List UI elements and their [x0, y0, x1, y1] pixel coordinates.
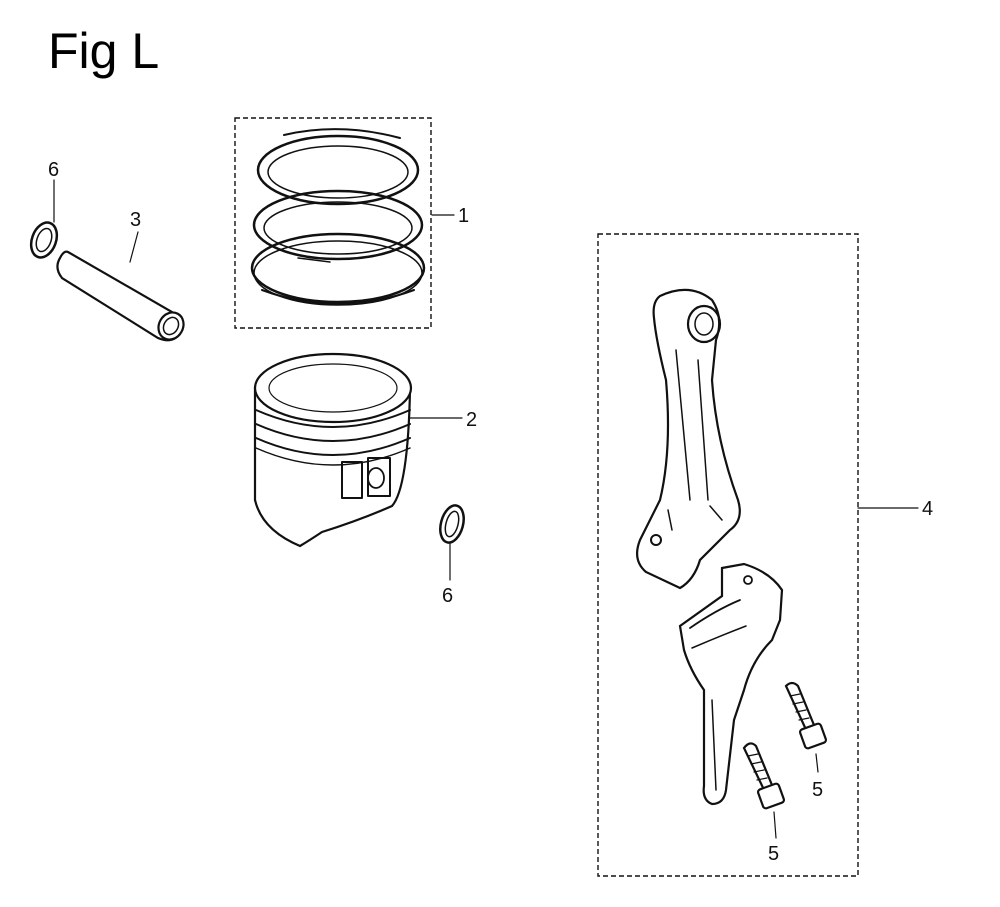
- callout-pin-clip-left: 6: [48, 159, 59, 181]
- connecting-rod-box: [597, 233, 859, 877]
- pin-clip-right: [439, 504, 465, 581]
- callout-rod-bolt-b: 5: [768, 843, 779, 865]
- callout-connecting-rod-assembly: 4: [922, 498, 933, 520]
- piston-ring-set-box: [234, 117, 432, 329]
- callout-rod-bolt-a: 5: [812, 779, 823, 801]
- callout-pin-clip-right: 6: [442, 585, 453, 607]
- rod-bolt-b: [742, 742, 786, 839]
- pin-clip-left: [29, 179, 59, 259]
- callout-piston-pin: 3: [130, 209, 141, 231]
- figure-title: Fig L: [48, 23, 159, 79]
- piston: [253, 352, 463, 548]
- piston-ring-set: [250, 128, 455, 306]
- connecting-rod-assembly: [635, 288, 919, 806]
- rod-bolt-a: [784, 681, 828, 773]
- callout-piston-ring-set: 1: [458, 205, 469, 227]
- piston-pin: [56, 231, 185, 342]
- callout-piston: 2: [466, 409, 477, 431]
